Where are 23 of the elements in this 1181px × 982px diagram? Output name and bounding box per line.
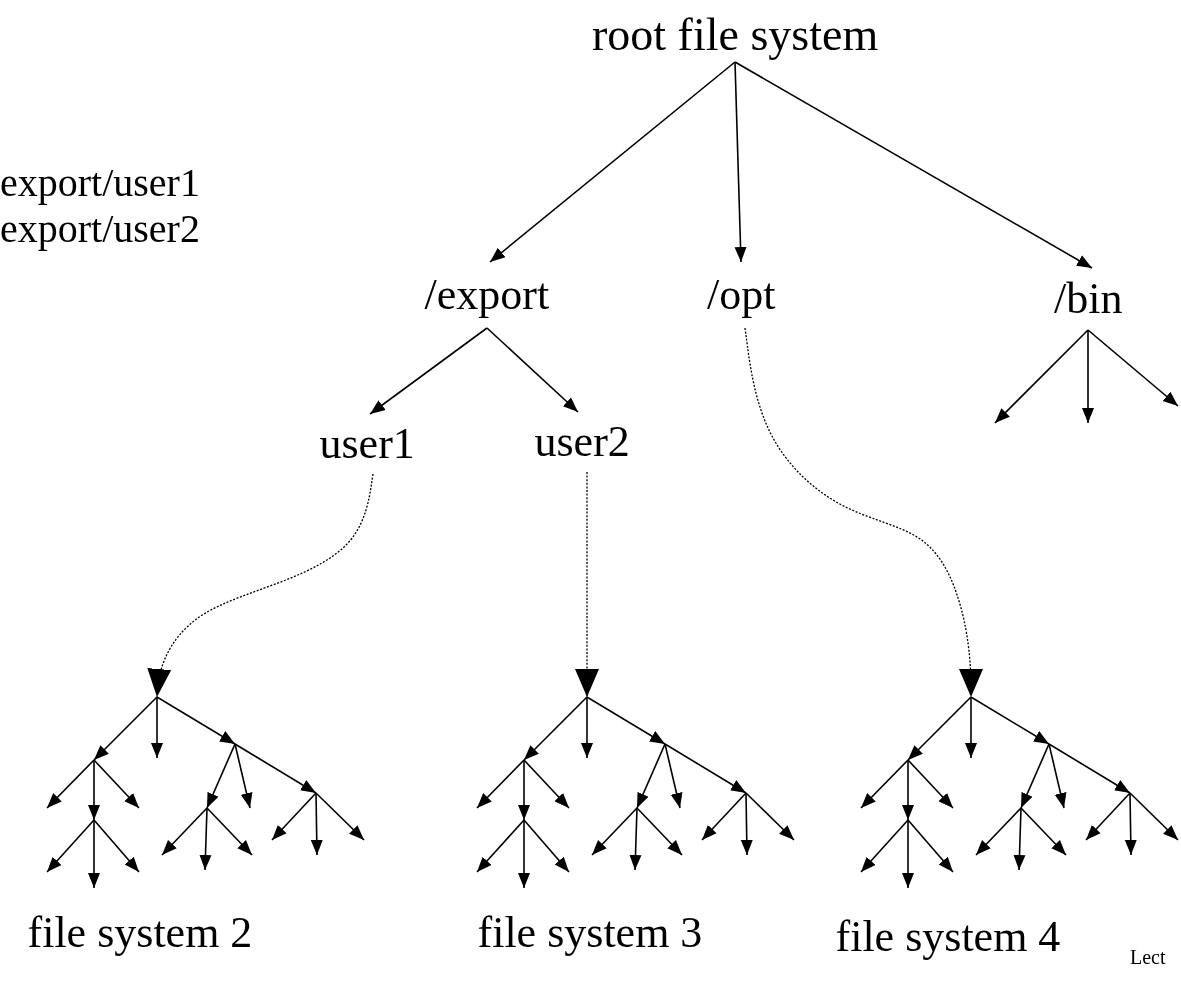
directory-label: /export <box>424 262 550 328</box>
file-system-caption: file system 2 <box>27 908 253 958</box>
footer-text: Lect <box>1130 945 1166 969</box>
arrow <box>486 327 579 413</box>
mount-arrow <box>744 327 983 698</box>
mount-arrow <box>575 471 599 698</box>
file-system-caption: file system 4 <box>835 912 1061 962</box>
arrow <box>734 61 747 263</box>
arrow <box>369 327 488 415</box>
path-label: export/user1 <box>0 160 200 206</box>
directory-label: root file system <box>592 8 879 62</box>
path-label: export/user2 <box>0 206 200 252</box>
arrow <box>1082 329 1094 424</box>
arrow <box>489 61 736 263</box>
mount-arrow <box>147 473 374 698</box>
arrow <box>994 329 1089 424</box>
directory-label: user2 <box>534 412 630 472</box>
directory-label: /opt <box>707 262 776 328</box>
arrow <box>734 61 1093 269</box>
directory-label: user1 <box>319 414 415 474</box>
directory-label: /bin <box>1054 268 1123 330</box>
arrow <box>1087 329 1179 407</box>
file-system-caption: file system 3 <box>477 908 703 958</box>
